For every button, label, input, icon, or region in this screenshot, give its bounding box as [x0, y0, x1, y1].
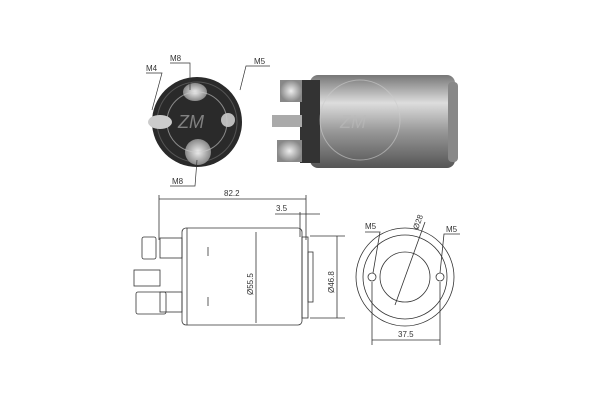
side-view-photo: ZM	[272, 75, 458, 168]
watermark-side: ZM	[339, 112, 366, 132]
side-view-drawing	[133, 195, 345, 326]
label-m8-bottom: M8	[172, 177, 184, 186]
dim-hole-right: M5	[446, 225, 458, 234]
dim-body-dia: Ø55.5	[246, 273, 255, 295]
dim-bolt-spacing: 37.5	[398, 330, 414, 339]
dim-nose-dia: Ø46.8	[327, 271, 336, 293]
watermark: ZM	[177, 112, 204, 132]
dim-length: 82.2	[224, 189, 240, 198]
m4-terminal	[148, 115, 172, 129]
label-m5: M5	[254, 57, 266, 66]
dim-flange: 3.5	[276, 204, 288, 213]
dim-hole-left: M5	[365, 222, 377, 231]
end-view-photo: ZM	[148, 77, 242, 167]
label-m8-top: M8	[170, 54, 182, 63]
label-m4: M4	[146, 64, 158, 73]
end-view-drawing	[355, 221, 460, 345]
